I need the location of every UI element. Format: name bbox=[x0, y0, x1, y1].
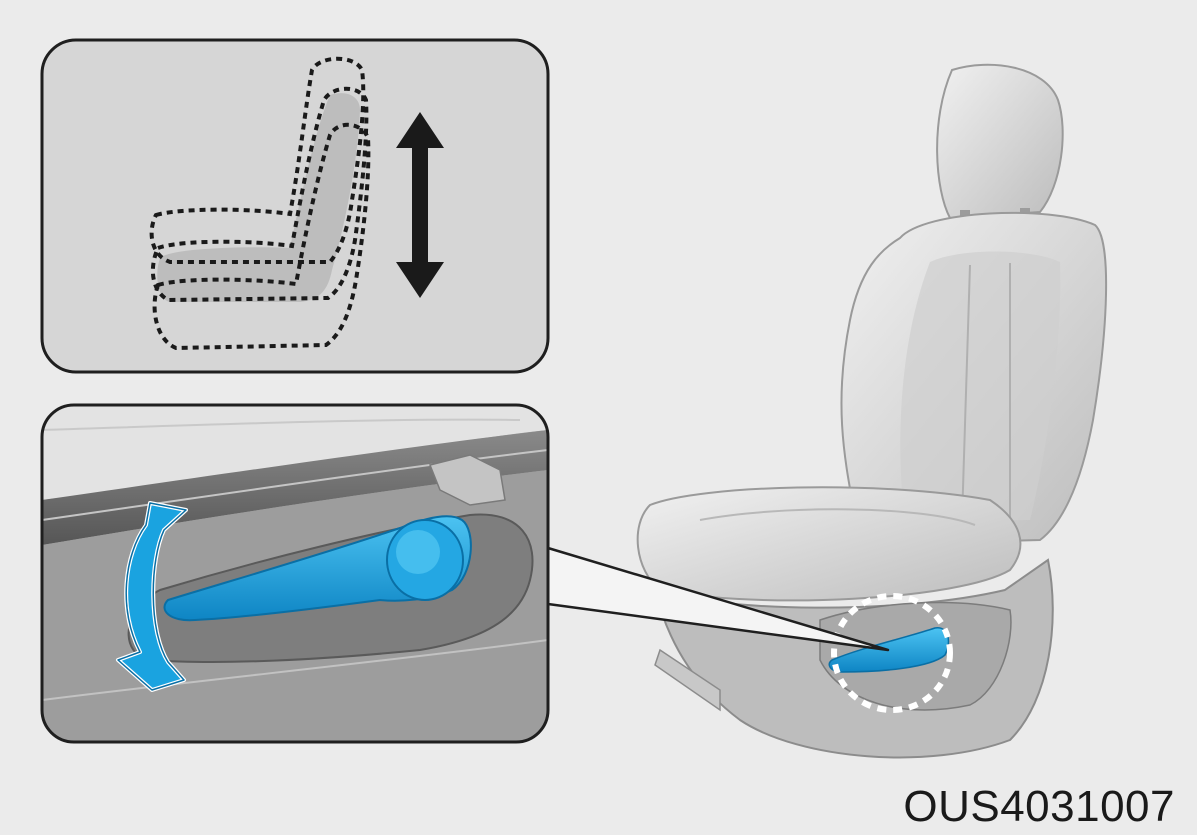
seat-height-panel bbox=[40, 38, 550, 374]
double-vertical-arrow-icon bbox=[396, 112, 444, 298]
lever-closeup-panel bbox=[40, 403, 550, 744]
figure-code: OUS4031007 bbox=[903, 782, 1175, 831]
curved-double-arrow-icon bbox=[116, 501, 188, 692]
lever-highlight-circle bbox=[831, 593, 953, 713]
